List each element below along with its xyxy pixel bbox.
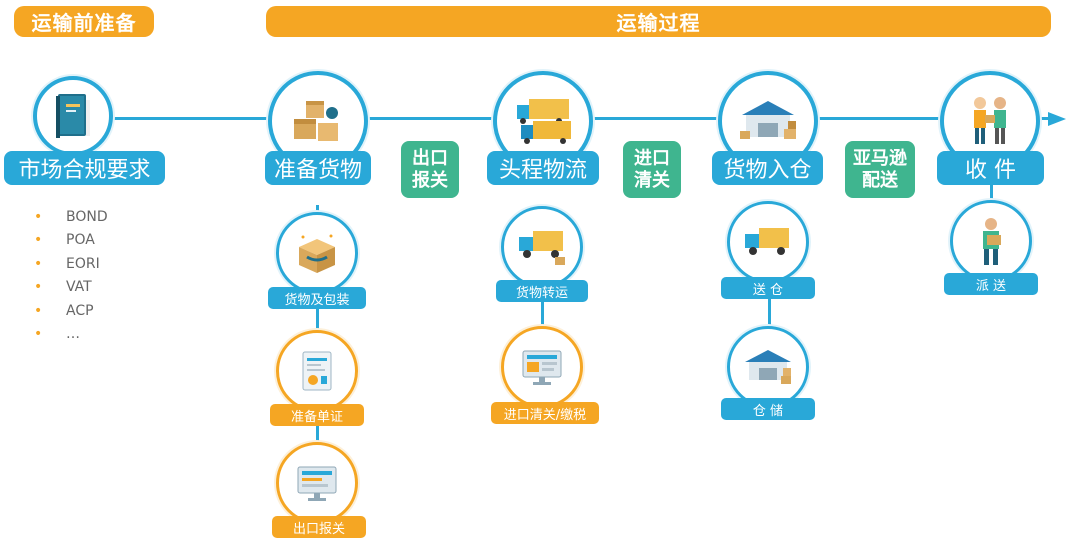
main-step-label-first-leg: 头程物流	[487, 151, 599, 185]
sub-step-label-dispatch: 派 送	[944, 273, 1038, 295]
courier-icon	[983, 218, 1001, 265]
customs-monitor-icon	[522, 350, 562, 385]
main-step-label-receive: 收 件	[937, 151, 1044, 185]
list-item: •BOND	[34, 208, 108, 225]
sub-step-label-export-declaration: 出口报关	[272, 516, 366, 538]
connector-export-declaration: 出口 报关	[401, 141, 459, 198]
flow-arrow-icon	[1048, 112, 1066, 126]
warehouse-icon	[740, 101, 796, 139]
connector-import-clearance: 进口 清关	[623, 141, 681, 198]
boxes-icon	[294, 101, 338, 141]
delivery-truck-icon	[745, 228, 789, 255]
handover-icon	[974, 97, 1006, 144]
list-item: •VAT	[34, 279, 92, 296]
monitor-icon	[297, 466, 337, 501]
sub-step-label-to-warehouse: 送 仓	[721, 277, 815, 299]
storage-icon	[745, 350, 791, 384]
list-item: •POA	[34, 232, 95, 249]
sub-step-circle-storage	[727, 326, 809, 408]
sub-step-label-transfer: 货物转运	[496, 280, 588, 302]
requirements-list: •BOND •POA •EORI •VAT •ACP •…	[34, 205, 108, 346]
list-item: •EORI	[34, 255, 100, 272]
sub-step-circle-documents	[276, 330, 358, 412]
transfer-truck-icon	[519, 231, 565, 265]
sub-step-circle-import-clearance	[501, 326, 583, 408]
sub-step-circle-export-declaration	[276, 442, 358, 524]
sub-step-circle-packaging	[276, 212, 358, 294]
main-step-label-warehouse: 货物入仓	[712, 151, 823, 185]
main-step-label-compliance: 市场合规要求	[4, 151, 165, 185]
sub-step-circle-dispatch	[950, 200, 1032, 282]
sub-step-circle-transfer	[501, 206, 583, 288]
main-step-label-prepare: 准备货物	[265, 151, 371, 185]
connector-amazon-delivery: 亚马逊 配送	[845, 141, 915, 198]
pre-transport-banner: 运输前准备	[14, 6, 154, 37]
sub-step-label-storage: 仓 储	[721, 398, 815, 420]
receive-vertical-line	[990, 185, 993, 210]
sub-step-label-documents: 准备单证	[270, 404, 364, 426]
book-icon	[56, 94, 90, 138]
trucks-icon	[517, 99, 571, 144]
sub-step-circle-to-warehouse	[727, 201, 809, 283]
sub-step-label-packaging: 货物及包装	[268, 287, 366, 309]
list-item: •…	[34, 326, 80, 343]
compliance-circle	[33, 76, 113, 156]
package-icon	[299, 234, 335, 273]
document-icon	[302, 351, 332, 391]
transport-process-banner: 运输过程	[266, 6, 1051, 37]
list-item: •ACP	[34, 302, 94, 319]
sub-step-label-import-clearance: 进口清关/缴税	[491, 402, 599, 424]
